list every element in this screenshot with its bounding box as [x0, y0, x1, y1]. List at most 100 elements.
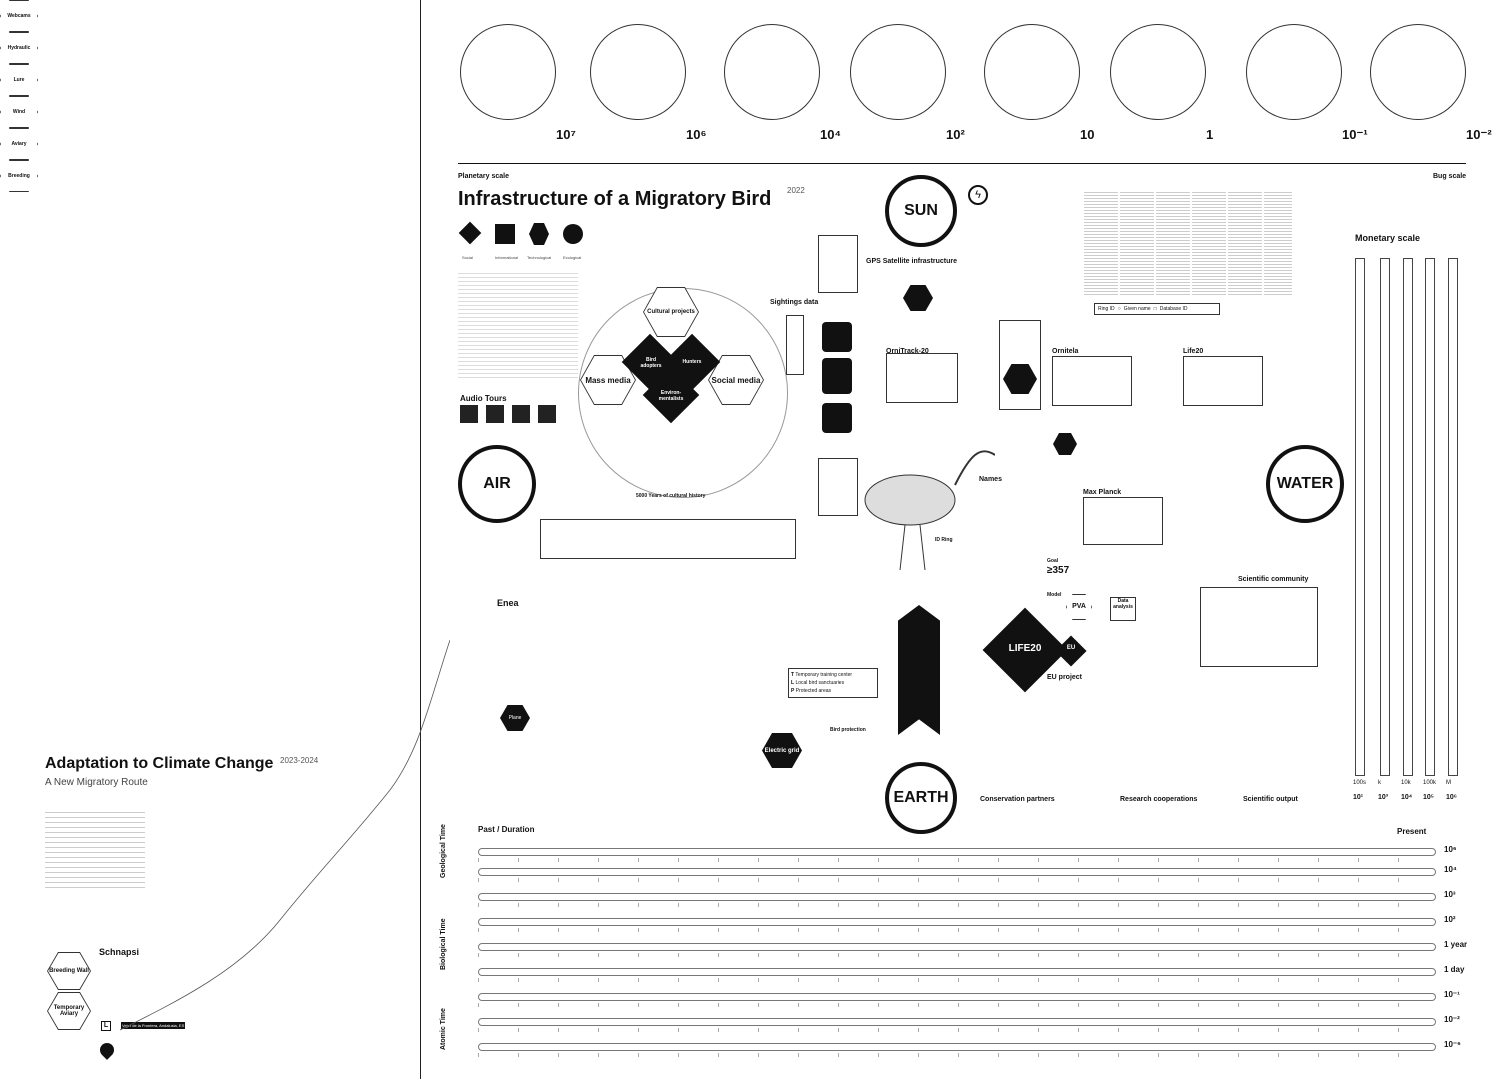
timeline-ticks	[478, 903, 1436, 907]
timeline-row	[478, 893, 1436, 901]
bird-adopters-label: Bird adopters	[640, 357, 662, 369]
scale-exponent: 10⁴	[820, 127, 841, 142]
scicomm-label: Scientific community	[1238, 576, 1309, 583]
timeline-exponent: 10⁶	[1444, 845, 1457, 854]
timeline-ticks	[478, 953, 1436, 957]
model-label: Model	[1047, 592, 1062, 598]
sightings-label: Sightings data	[770, 299, 819, 306]
maxplanck-label: Max Planck	[1083, 489, 1122, 496]
phone-box-1	[818, 235, 858, 293]
ornitrack-label: OrniTrack-20	[886, 348, 929, 355]
scale-axis	[458, 163, 1466, 164]
bird-illustration	[864, 450, 995, 571]
gps-hex	[903, 285, 933, 311]
aviary-item: Webcams	[0, 0, 38, 32]
timeline-exponent: 1 year	[1444, 940, 1468, 949]
scale-exponent: 10⁻¹	[1342, 127, 1368, 142]
timeline-row	[478, 868, 1436, 876]
left-subtitle: A New Migratory Route	[45, 777, 148, 788]
image-box	[786, 315, 804, 375]
gsm-box	[999, 320, 1041, 410]
animal-tracker-app	[822, 322, 852, 352]
money-exp: 10³	[1378, 794, 1389, 801]
money-col-label: 100k	[1423, 780, 1437, 786]
timeline-ticks	[478, 928, 1436, 932]
enea-label: Enea	[497, 598, 519, 608]
scale-exponent: 1	[1206, 127, 1214, 142]
schnapsi-title: Schnapsi	[99, 947, 140, 957]
aviary-box	[540, 519, 796, 559]
timeline-ticks	[478, 1053, 1436, 1057]
left-years: 2023-2024	[280, 756, 319, 765]
names-label: Names	[979, 476, 1002, 483]
life20-label: Life20	[1183, 348, 1204, 355]
main-title: Infrastructure of a Migratory Bird	[458, 188, 772, 210]
aviary-item: Aviary	[0, 128, 38, 160]
social-app	[822, 403, 852, 433]
timeline-exponent: 10⁻²	[1444, 1015, 1460, 1024]
electric-hex: Electric grid	[762, 733, 802, 768]
scale-circle	[460, 24, 556, 120]
location-label: Vejer de la Frontera, Andalusia, ES	[121, 1022, 186, 1029]
l-marker: L	[101, 1021, 111, 1031]
money-exp: 10¹	[1353, 794, 1364, 801]
phone-icon	[822, 358, 852, 394]
aviary-item: Lure	[0, 64, 38, 96]
bird-prot-label: Bird protection	[830, 727, 866, 733]
euproject-label: EU project	[1047, 674, 1083, 681]
ornitela-label: Ornitela	[1052, 348, 1079, 355]
aviary-item: Wind	[0, 96, 38, 128]
bio-label: Biological Time	[440, 918, 447, 970]
timeline-row	[478, 968, 1436, 976]
scale-circle	[1370, 24, 1466, 120]
qr-codes	[460, 405, 560, 423]
lightning-icon: ϟ	[968, 185, 988, 205]
timeline-ticks	[478, 858, 1436, 862]
main-year: 2022	[787, 186, 805, 195]
scale-circle	[590, 24, 686, 120]
timeline-exponent: 10⁴	[1444, 865, 1457, 874]
sun-circle: SUN	[885, 175, 957, 247]
timeline-row	[478, 1018, 1436, 1026]
left-title: Adaptation to Climate Change	[45, 755, 274, 772]
scale-exponent: 10	[1080, 127, 1095, 142]
money-col-label: 10k	[1401, 780, 1411, 786]
planetary-label: Planetary scale	[458, 173, 509, 180]
ornitela-box	[1052, 356, 1132, 406]
goal-value: ≥357	[1047, 565, 1070, 576]
pva-hex: PVA	[1066, 594, 1092, 620]
idring-label: ID Ring	[935, 537, 953, 543]
gps-label: GPS Satellite infrastructure	[866, 258, 958, 265]
life20-box	[1183, 356, 1263, 406]
money-column	[1403, 258, 1413, 776]
phone-box-2	[818, 458, 858, 516]
timeline-ticks	[478, 1028, 1436, 1032]
goal-label: Goal	[1047, 558, 1059, 564]
timeline-exponent: 10²	[1444, 915, 1456, 924]
money-exp: 10⁴	[1401, 794, 1413, 801]
shape-label-1: Informational	[495, 255, 519, 260]
timeline-ticks	[478, 878, 1436, 882]
timeline-row	[478, 1043, 1436, 1051]
temp-aviary-hex: Temporary Aviary	[47, 992, 91, 1030]
timeline-row	[478, 943, 1436, 951]
hunters-label: Hunters	[682, 359, 702, 365]
life20-diamond-label: LIFE20	[1008, 643, 1042, 654]
sightings-arrow	[898, 605, 940, 735]
past-label: Past / Duration	[478, 825, 535, 834]
timeline-exponent: 1 day	[1444, 965, 1465, 974]
migration-path	[120, 640, 450, 1031]
names-table	[1082, 190, 1292, 295]
eu-label: EU	[1066, 645, 1076, 651]
scale-exponent: 10⁻²	[1466, 127, 1492, 142]
timeline-ticks	[478, 1003, 1436, 1007]
research-label: Research cooperations	[1120, 796, 1198, 803]
map-pin-icon	[97, 1040, 117, 1060]
timeline-exponent: 10⁻¹	[1444, 990, 1460, 999]
audio-title: Audio Tours	[460, 394, 507, 403]
timeline-row	[478, 918, 1436, 926]
present-label: Present	[1397, 827, 1427, 836]
money-column	[1448, 258, 1458, 776]
scale-circle	[984, 24, 1080, 120]
